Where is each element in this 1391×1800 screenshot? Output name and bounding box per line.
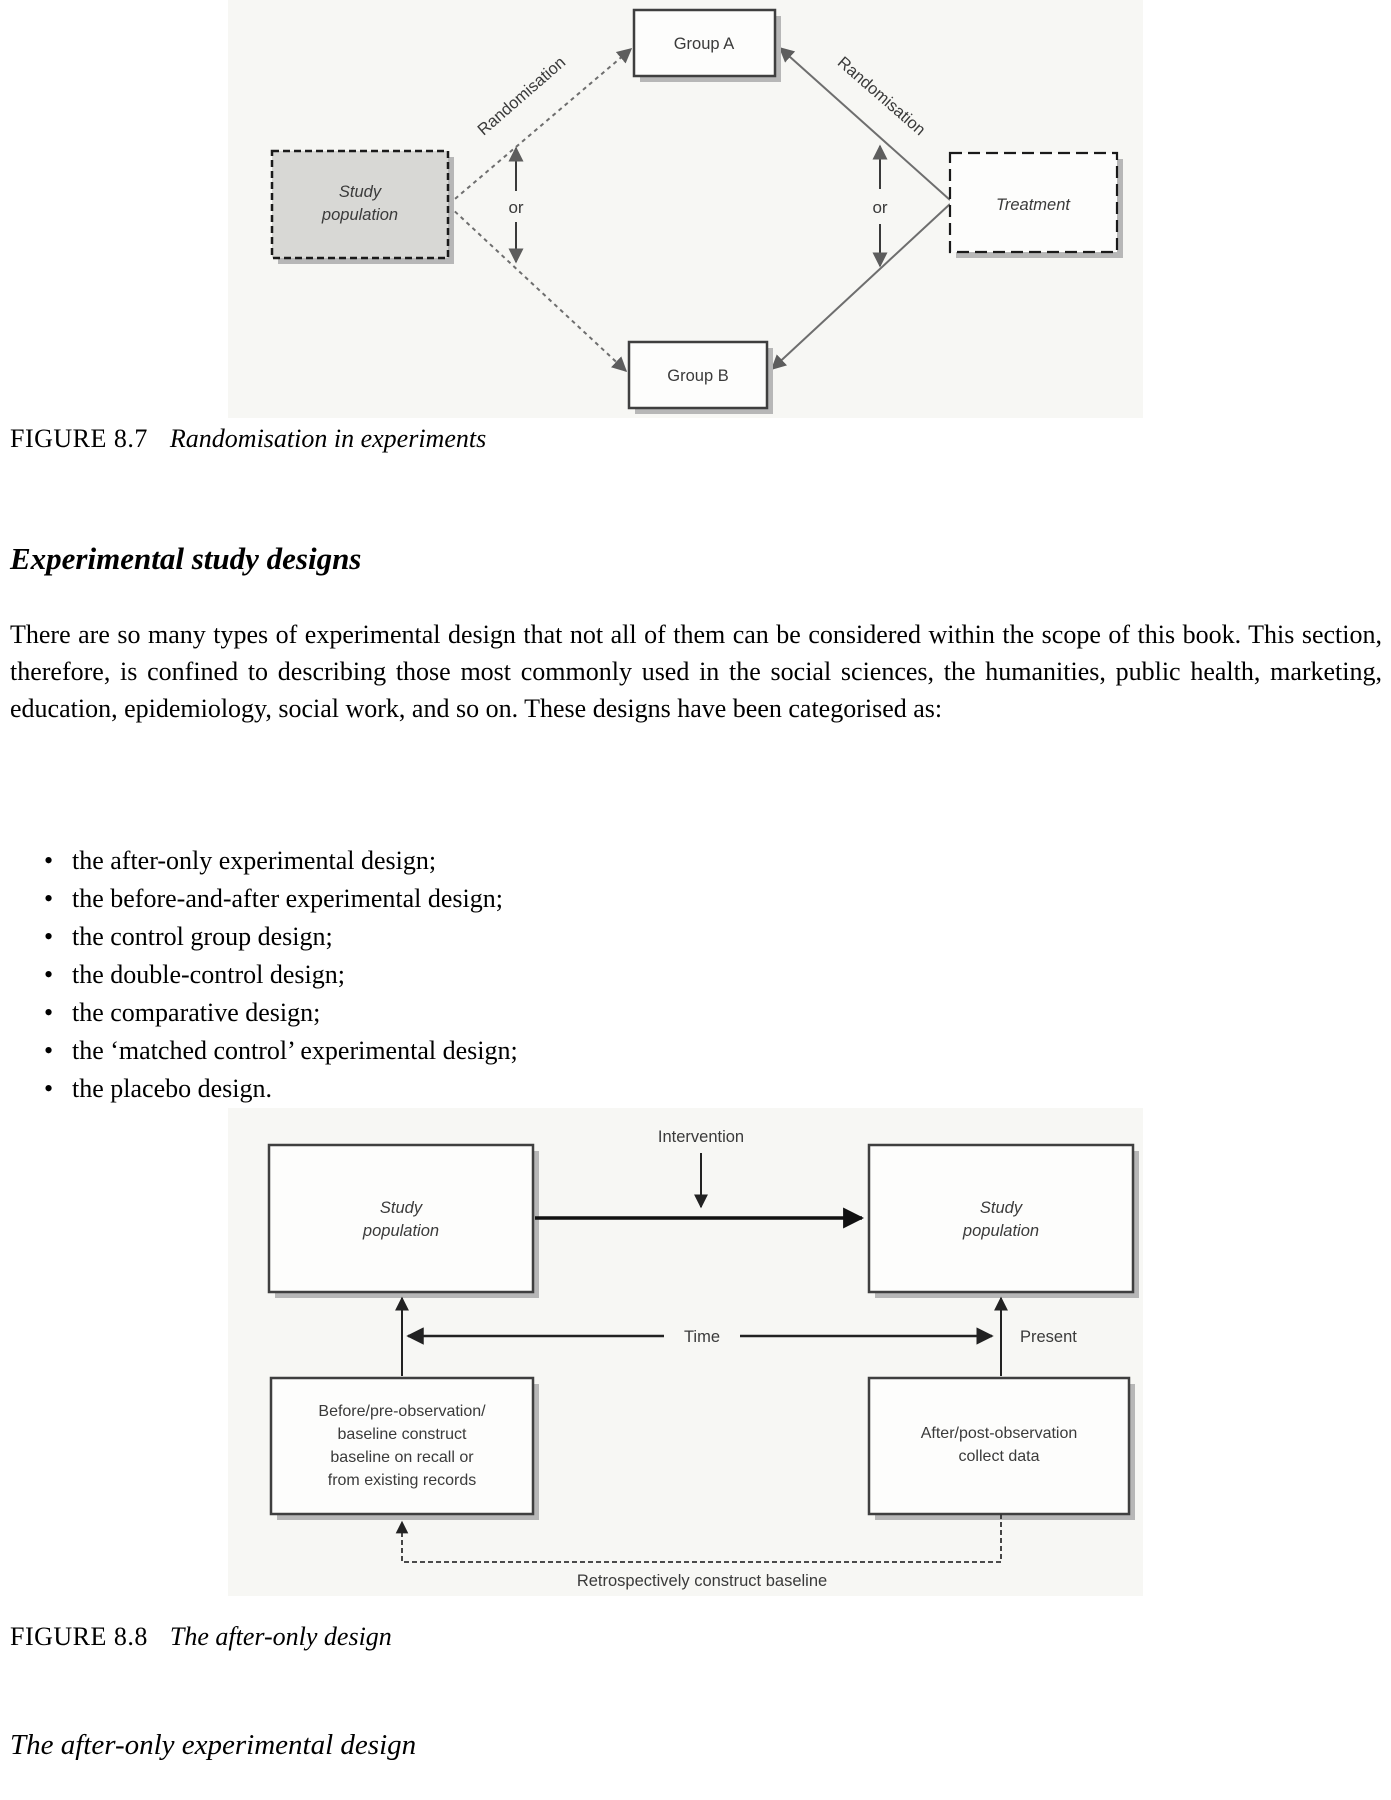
solid-arrow-treatment-to-group-a: [778, 47, 951, 201]
group-a-box: Group A: [632, 8, 781, 82]
figure-8-8-caption-number: FIGURE 8.8: [10, 1622, 148, 1651]
after-box-line2: collect data: [959, 1448, 1040, 1465]
figure-8-8-caption-title: The after-only design: [169, 1622, 392, 1651]
group-b-box: Group B: [627, 340, 773, 414]
list-item: the comparative design;: [44, 994, 518, 1032]
list-item: the double-control design;: [44, 956, 518, 994]
group-a-label: Group A: [674, 35, 735, 53]
retrospective-label: Retrospectively construct baseline: [577, 1572, 827, 1590]
study-population-box: Study population: [270, 149, 454, 264]
figure-randomisation-diagram: or or Randomisation Randomisation Study …: [228, 0, 1143, 418]
solid-arrow-treatment-to-group-b: [770, 203, 951, 371]
study-population-before-box: Study population: [267, 1143, 539, 1298]
retrospective-dashed-arrow: [395, 1514, 1002, 1563]
before-observation-box: Before/pre-observation/ baseline constru…: [269, 1376, 539, 1520]
before-box-line1: Before/pre-observation/: [318, 1403, 486, 1420]
section-paragraph: There are so many types of experimental …: [10, 620, 1382, 723]
figure-8-7-caption-number: FIGURE 8.7: [10, 424, 148, 453]
or-label-left: or: [508, 198, 523, 217]
before-box-line3: baseline on recall or: [330, 1449, 474, 1466]
study-population-label-line2: population: [321, 206, 398, 224]
before-box-line2: baseline construct: [338, 1426, 468, 1443]
list-item: the after-only experimental design;: [44, 842, 518, 880]
study-population-after-box: Study population: [867, 1143, 1139, 1298]
present-label: Present: [1020, 1328, 1077, 1346]
after-observation-box: After/post-observation collect data: [867, 1376, 1135, 1520]
group-b-label: Group B: [667, 367, 728, 385]
figure-8-7-caption: FIGURE 8.7 Randomisation in experiments: [10, 424, 486, 454]
or-label-right: or: [872, 198, 887, 217]
sub-heading-after-only: The after-only experimental design: [10, 1729, 417, 1761]
dashed-arrow-study-to-group-b: [448, 205, 628, 373]
study-population-label-line1: Study: [339, 183, 383, 201]
figure-after-only-diagram: Intervention Study population Study popu…: [228, 1108, 1143, 1596]
study-population-right-line2: population: [962, 1222, 1039, 1240]
list-item: the before-and-after experimental design…: [44, 880, 518, 918]
list-item: the ‘matched control’ experimental desig…: [44, 1032, 518, 1070]
figure-8-7-caption-title: Randomisation in experiments: [169, 424, 487, 453]
section-heading: Experimental study designs: [10, 541, 362, 576]
time-label: Time: [684, 1328, 720, 1346]
before-box-line4: from existing records: [328, 1472, 477, 1489]
study-population-left-line1: Study: [380, 1199, 424, 1217]
list-item: the control group design;: [44, 918, 518, 956]
treatment-box: Treatment: [948, 151, 1123, 258]
study-population-left-line2: population: [362, 1222, 439, 1240]
design-type-list: the after-only experimental design; the …: [44, 842, 518, 1108]
intervention-label: Intervention: [658, 1128, 744, 1146]
treatment-label: Treatment: [996, 196, 1071, 214]
list-item: the placebo design.: [44, 1070, 518, 1108]
figure-8-8-caption: FIGURE 8.8 The after-only design: [10, 1622, 392, 1652]
study-population-right-line1: Study: [980, 1199, 1024, 1217]
after-box-line1: After/post-observation: [921, 1425, 1078, 1442]
